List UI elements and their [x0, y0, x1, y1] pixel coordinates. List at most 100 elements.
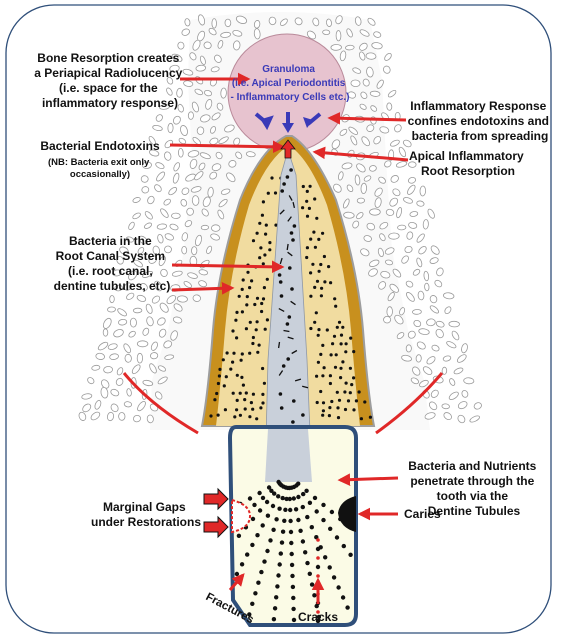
bacteria-dot	[369, 416, 372, 419]
bacteria-dot	[311, 263, 314, 266]
label-bacterial-endotoxins: Bacterial Endotoxins	[40, 139, 160, 153]
crack-dot	[316, 556, 320, 560]
bacteria-dot	[290, 287, 294, 291]
bacteria-dot	[268, 241, 271, 244]
bone-cell	[197, 127, 204, 135]
bone-cell	[147, 415, 154, 424]
bacteria-dot	[290, 231, 294, 235]
bacteria-dot	[262, 262, 265, 265]
bone-cell	[133, 308, 142, 313]
bacteria-dot	[315, 311, 318, 314]
label-inflammatory-response: Inflammatory Response confines endotoxin…	[408, 99, 553, 143]
bone-cell	[322, 30, 330, 35]
bone-cell	[137, 353, 142, 363]
tubule-dot	[261, 496, 265, 500]
bacteria-dot	[317, 361, 320, 364]
tubule-dot	[282, 519, 286, 523]
tubule-dot	[336, 585, 340, 589]
bacteria-dot	[291, 238, 295, 242]
tubule-dot	[315, 509, 319, 513]
bacteria-dot	[340, 342, 343, 345]
bacteria-dot	[330, 353, 333, 356]
crown-canal	[265, 429, 312, 482]
bacteria-dot	[313, 321, 316, 324]
bone-cell	[212, 19, 217, 29]
bacteria-dot	[242, 278, 245, 281]
tubule-dot	[240, 562, 244, 566]
bacteria-dot	[286, 175, 290, 179]
bacteria-dot	[319, 263, 322, 266]
bone-cell	[345, 45, 354, 50]
bacteria-dot	[222, 358, 225, 361]
bacteria-dot	[235, 336, 238, 339]
bacteria-dot	[289, 168, 293, 172]
tubule-dot	[321, 518, 325, 522]
tubule-dot	[288, 519, 292, 523]
bacteria-dot	[323, 280, 326, 283]
bacteria-dot	[262, 297, 265, 300]
bacteria-dot	[260, 302, 263, 305]
bone-cell	[196, 65, 206, 72]
bacteria-dot	[319, 353, 322, 356]
tubule-dot	[301, 505, 305, 509]
tubule-dot	[266, 514, 270, 518]
bacteria-dot	[234, 319, 237, 322]
bacteria-dot	[244, 407, 247, 410]
bacteria-dot	[349, 391, 352, 394]
bacteria-dot	[245, 303, 248, 306]
tubule-dot	[296, 482, 300, 486]
bacteria-dot	[248, 352, 251, 355]
bone-cell	[225, 19, 231, 27]
bone-cell	[397, 225, 406, 230]
bacteria-rod	[279, 342, 280, 348]
bacteria-dot	[328, 406, 331, 409]
tubule-dot	[279, 551, 283, 555]
bacteria-dot	[252, 239, 255, 242]
bacteria-dot	[317, 334, 320, 337]
bone-cell	[406, 345, 411, 352]
bacteria-dot	[261, 393, 264, 396]
bacteria-dot	[251, 408, 254, 411]
bacteria-dot	[280, 406, 284, 410]
bacteria-dot	[336, 326, 339, 329]
tubule-dot	[291, 585, 295, 589]
tubule-dot	[237, 534, 241, 538]
tubule-dot	[250, 602, 254, 606]
bacteria-dot	[263, 286, 266, 289]
bacteria-dot	[261, 214, 264, 217]
crack-dot	[316, 538, 320, 542]
tubule-dot	[250, 543, 254, 547]
bone-cell	[110, 295, 115, 302]
bacteria-dot	[313, 286, 316, 289]
bacteria-dot	[268, 248, 271, 251]
tubule-dot	[291, 596, 295, 600]
bacteria-dot	[335, 353, 338, 356]
bacteria-dot	[241, 352, 244, 355]
bacteria-dot	[309, 327, 312, 330]
bacteria-dot	[264, 233, 267, 236]
label-marginal-gaps: Marginal Gaps under Restorations	[91, 500, 201, 529]
bacteria-dot	[321, 344, 324, 347]
bone-cell	[336, 30, 341, 40]
tubule-dot	[312, 593, 316, 597]
bone-cell	[201, 225, 209, 230]
tubule-dot	[278, 562, 282, 566]
bone-cell	[383, 316, 390, 323]
bacteria-dot	[337, 416, 340, 419]
bacteria-dot	[259, 246, 262, 249]
tubule-dot	[313, 496, 317, 500]
bacteria-dot	[240, 376, 243, 379]
bacteria-dot	[291, 420, 295, 424]
tubule-dot	[308, 572, 312, 576]
label-bacteria-root-canal: Bacteria in the Root Canal System (i.e. …	[54, 234, 171, 293]
bacteria-dot	[329, 382, 332, 385]
bacteria-dot	[306, 246, 309, 249]
bone-cell	[103, 366, 113, 373]
bacteria-dot	[329, 281, 332, 284]
bone-cell	[423, 219, 429, 229]
tubule-dot	[281, 530, 285, 534]
bone-cell	[351, 80, 361, 87]
bacteria-dot	[306, 190, 309, 193]
bacteria-dot	[282, 182, 286, 186]
bone-cell	[388, 233, 399, 240]
